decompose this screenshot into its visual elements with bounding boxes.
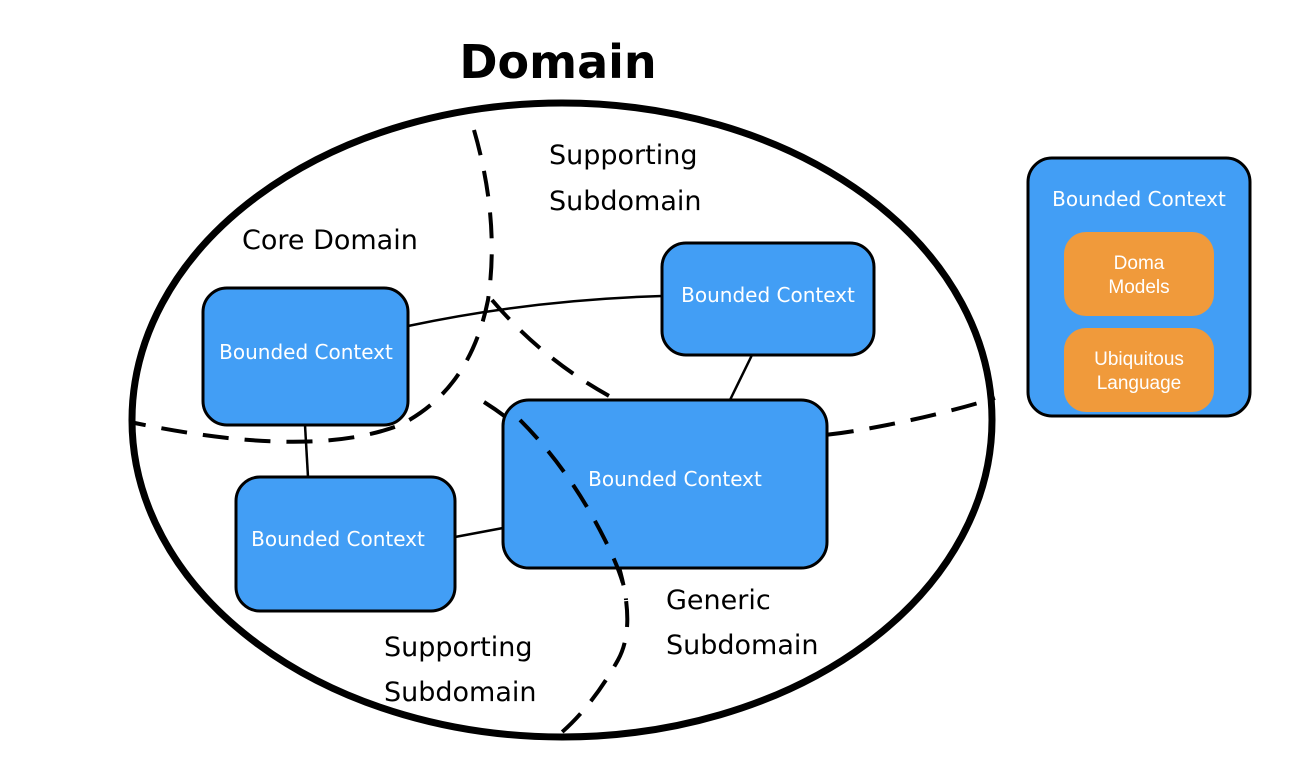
supporting-subdomain-bottom-line-1: Supporting [384, 632, 533, 663]
generic-subdomain-lower-boundary [482, 400, 630, 740]
bounded-context-core-box [201, 286, 410, 427]
generic-subdomain-upper-boundary [490, 298, 996, 440]
connector-bottom-left-to-center [454, 526, 504, 539]
domain-models-line-2: Models [1108, 277, 1169, 298]
supporting-subdomain-top-line-2: Subdomain [549, 186, 702, 217]
bounded-context-legend: Bounded Context Doma Models Ubiquitous L… [1026, 156, 1252, 418]
bounded-context-bottom-left-label: Bounded Context [251, 527, 425, 551]
generic-subdomain-label: Generic Subdomain [666, 585, 819, 661]
bounded-context-top-right-label: Bounded Context [681, 283, 855, 307]
generic-subdomain-line-2: Subdomain [666, 630, 819, 661]
domain-models-box [1064, 232, 1214, 316]
bounded-context-bottom-left: Bounded Context [234, 475, 457, 613]
bounded-context-top-right-box [660, 241, 876, 357]
bounded-context-core: Bounded Context [201, 286, 410, 427]
bounded-context-core-label: Bounded Context [219, 340, 393, 364]
supporting-subdomain-top-label: Supporting Subdomain [549, 140, 702, 217]
core-domain-label: Core Domain [242, 225, 418, 256]
supporting-subdomain-bottom-line-2: Subdomain [384, 677, 537, 708]
generic-subdomain-line-1: Generic [666, 585, 771, 616]
supporting-subdomain-bottom-label: Supporting Subdomain [384, 632, 537, 708]
connector-top-right-to-center [728, 354, 754, 401]
bounded-context-center-label: Bounded Context [588, 467, 762, 491]
bounded-context-bottom-left-box [234, 475, 457, 613]
domain-models-line-1: Doma [1114, 253, 1165, 274]
ubiquitous-language-line-1: Ubiquitous [1094, 349, 1184, 370]
supporting-subdomain-top-line-1: Supporting [549, 140, 698, 171]
core-subdomain-boundary [129, 129, 494, 444]
bounded-context-center-box [501, 398, 829, 570]
ubiquitous-language-line-2: Language [1097, 373, 1182, 394]
bounded-context-top-right: Bounded Context [660, 241, 876, 357]
diagram-title: Domain [459, 35, 656, 89]
connector-core-to-bottom-left [303, 424, 310, 478]
connector-core-to-top-right [407, 294, 663, 328]
bounded-context-center: Bounded Context [501, 398, 829, 570]
legend-title: Bounded Context [1052, 187, 1226, 211]
domain-boundary [128, 99, 996, 741]
ubiquitous-language-box [1064, 328, 1214, 412]
generic-subdomain-boundary-overlay [518, 418, 628, 601]
